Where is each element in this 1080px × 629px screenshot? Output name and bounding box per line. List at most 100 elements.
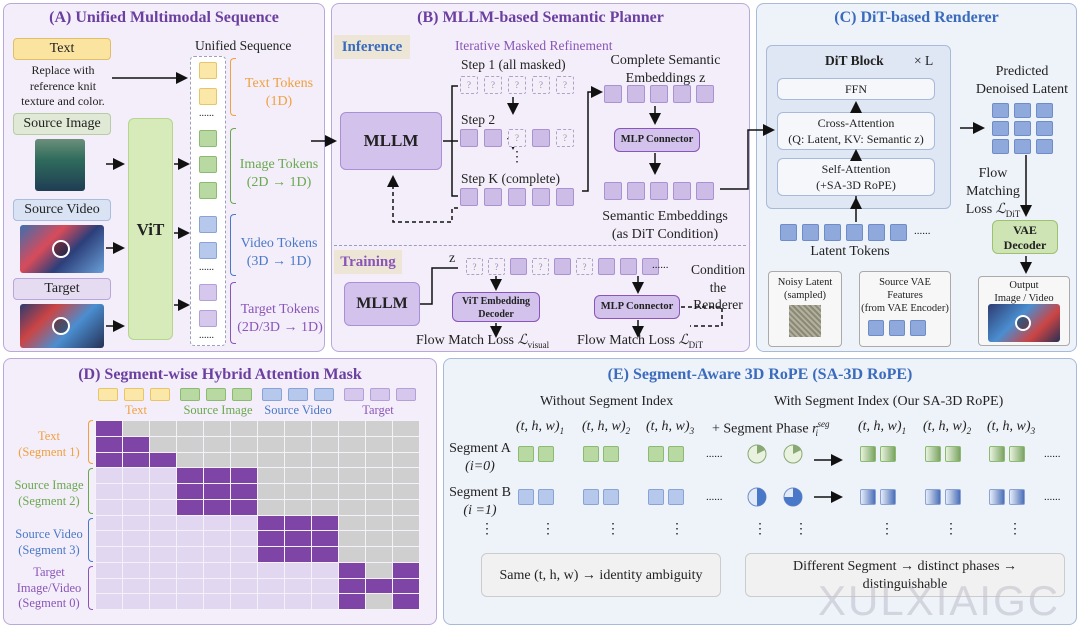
mask-cell [150,515,176,531]
legend-swatch [206,388,226,401]
training-divider [334,245,746,246]
rope-token [603,446,619,462]
predicted-latent-token [1036,121,1053,136]
mask-cell [285,515,311,531]
mask-cell [258,578,284,594]
mask-cell [96,452,122,468]
mask-cell [150,452,176,468]
mask-cell [339,484,365,499]
mask-cell [150,499,176,515]
mask-cell [204,452,230,468]
mask-cell [177,578,203,594]
vdots: ⋮ [670,522,684,537]
mask-cell [96,562,122,578]
predicted-latent-token [992,121,1009,136]
masked-token: ? [484,76,502,94]
ellipsis: ...... [706,491,723,503]
masked-token: ? [508,129,526,147]
mask-cell [312,468,338,483]
video-token [199,242,217,259]
semantic-token [673,182,691,200]
source-vae-label: Source VAE [879,277,931,288]
row-bracket-target [88,566,93,610]
mask-cell [150,531,176,546]
thw-3: (t, h, w)3 [646,419,695,436]
mask-cell [177,484,203,499]
legend-swatch [232,388,252,401]
source-vae-label-3: (from VAE Encoder) [861,303,949,315]
row-image-label: Source Image(Segment 2) [14,478,84,509]
mask-cell [231,515,257,531]
mask-cell [366,531,392,546]
mask-cell [231,484,257,499]
mask-cell [177,499,203,515]
source-vae-label-2: Features [887,290,923,302]
filled-token [642,258,659,275]
rope-token [925,446,941,462]
mask-cell [231,531,257,546]
mask-cell [123,468,149,483]
masked-token: ? [532,258,549,275]
filled-token [556,188,574,206]
mask-cell [177,547,203,562]
vdots: ⋮ [794,522,808,537]
mask-cell [96,515,122,531]
rope-token [945,489,961,505]
with-label: With Segment Index (Our SA-3D RoPE) [774,394,1004,409]
thw-2: (t, h, w)2 [582,419,631,436]
flow-visual-label: Flow Match Loss ℒvisual [416,333,550,350]
mask-cell [393,515,419,531]
mask-cell [150,594,176,609]
ambiguity-box: Same (t, h, w) → identity ambiguity [481,553,721,597]
latent-token [846,224,863,241]
watermark: XULXIAIGC [818,577,1061,624]
text-tokens-dim: (1D) [265,94,293,109]
predicted-latent-token [992,103,1009,118]
masked-token: ? [466,258,483,275]
mask-cell [312,421,338,436]
mask-cell [258,452,284,468]
predicted-latent-token [1036,103,1053,118]
semantic-token [673,85,691,103]
mask-cell [177,421,203,436]
unified-sequence-label: Unified Sequence [195,38,292,53]
mask-cell [123,484,149,499]
vdots: ⋮ [541,522,555,537]
text-input-box: Text [13,38,111,60]
mask-cell [312,484,338,499]
mask-cell [393,436,419,452]
semantic-token [627,85,645,103]
output-label-2: Image / Video [994,293,1054,305]
legend-swatch [124,388,144,401]
rope-token [648,489,664,505]
mask-cell [123,562,149,578]
mask-cell [285,499,311,515]
mask-cell [285,531,311,546]
target-token [199,284,217,301]
filled-token [460,129,478,147]
output-label: Output [1009,280,1039,291]
step1-label: Step 1 (all masked) [461,57,566,72]
mask-cell [339,578,365,594]
ellipsis: ...... [199,262,214,273]
filled-token [554,258,571,275]
mask-cell [204,594,230,609]
semantic-token [696,85,714,103]
mask-cell [204,562,230,578]
mask-cell [285,594,311,609]
mask-cell [366,421,392,436]
vdots: ⋮ [944,522,958,537]
mllm-training: MLLM [344,282,420,326]
mask-cell [231,452,257,468]
mask-cell [312,578,338,594]
noisy-latent-box: Noisy Latent (sampled) [768,271,842,347]
target-box: Target [13,278,111,300]
mask-cell [366,547,392,562]
mask-cell [150,484,176,499]
mask-cell [312,531,338,546]
ffn-box: FFN [777,78,935,100]
mask-cell [204,531,230,546]
mask-cell [339,436,365,452]
legend-swatch [314,388,334,401]
